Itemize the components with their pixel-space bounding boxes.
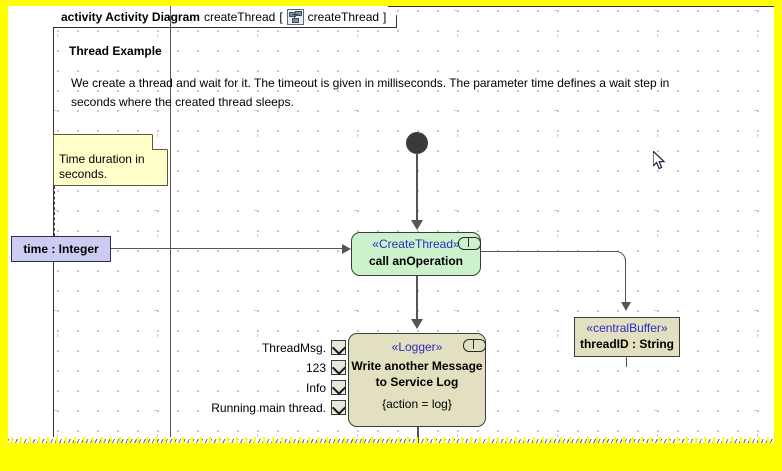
arrowhead-centralbuffer xyxy=(621,302,631,311)
call-behavior-marker-icon xyxy=(463,339,486,352)
activity-parameter-node-time[interactable]: time : Integer xyxy=(11,236,111,262)
createthread-stereotype: «CreateThread» xyxy=(372,237,460,251)
input-pin[interactable] xyxy=(331,340,346,355)
arrowhead-createthread xyxy=(411,220,423,230)
activity-diagram-icon xyxy=(287,9,304,25)
initial-node[interactable] xyxy=(406,132,428,154)
diagram-description: We create a thread and wait for it. The … xyxy=(71,76,670,109)
arrowhead-logger xyxy=(411,319,423,329)
edge-createthread-to-buffer-h xyxy=(481,251,618,252)
input-pin[interactable] xyxy=(331,360,346,375)
input-pin[interactable] xyxy=(331,400,346,415)
centralbuffer-stereotype: «centralBuffer» xyxy=(586,321,668,335)
input-pin-label: 123 xyxy=(305,361,326,375)
logger-body-text: Write another Message to Service Log xyxy=(351,359,483,389)
input-pin-label: Info xyxy=(305,381,326,395)
central-buffer-node[interactable]: «centralBuffer» threadID : String xyxy=(574,317,680,357)
edge-buffer-outgoing xyxy=(626,357,627,367)
diagram-frame xyxy=(53,6,774,437)
edge-initial-to-createthread xyxy=(416,153,418,223)
input-pin-label: Running main thread. xyxy=(211,401,326,415)
logger-stereotype: «Logger» xyxy=(391,340,443,354)
call-behavior-marker-icon xyxy=(458,237,481,250)
input-pin-label: ThreadMsg. xyxy=(261,341,326,355)
edge-createthread-to-buffer-v xyxy=(625,258,626,305)
comment-note[interactable]: Time duration in seconds. xyxy=(53,134,168,186)
diagram-frame-header[interactable]: activity Activity Diagram createThread [… xyxy=(53,6,397,28)
edge-time-to-createthread xyxy=(111,248,343,249)
edge-logger-outgoing xyxy=(417,427,419,443)
note-anchor-line xyxy=(54,186,55,236)
edge-createthread-to-logger xyxy=(416,276,418,322)
frame-bracket-open: [ xyxy=(279,9,283,24)
frame-name: createThread xyxy=(203,9,276,24)
createthread-name: call anOperation xyxy=(368,254,464,268)
swimlane-divider xyxy=(170,6,171,437)
logger-constraint: {action = log} xyxy=(382,397,452,411)
arrowhead-time-flow xyxy=(342,244,351,254)
input-pin[interactable] xyxy=(331,380,346,395)
diagram-canvas[interactable]: activity Activity Diagram createThread [… xyxy=(8,6,774,453)
torn-edge-teeth xyxy=(8,437,774,453)
frame-keyword: activity Activity Diagram xyxy=(61,9,200,24)
mouse-cursor xyxy=(653,151,666,170)
frame-inner-name: createThread xyxy=(307,9,380,24)
page-title: Thread Example xyxy=(69,44,162,58)
frame-bracket-close: ] xyxy=(383,9,387,24)
centralbuffer-name: threadID : String xyxy=(579,337,674,351)
